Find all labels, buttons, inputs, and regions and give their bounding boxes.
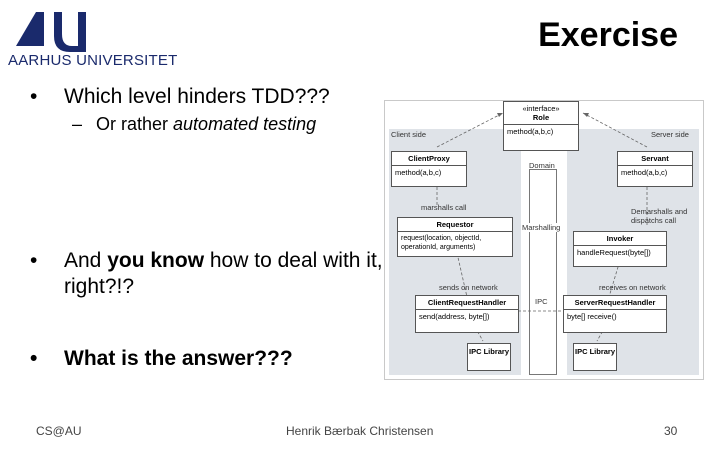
client-proxy-name: ClientProxy xyxy=(392,152,466,166)
bullet-1: • Which level hinders TDD??? xyxy=(30,84,330,110)
role-interface-box: «interface» Role method(a,b,c) xyxy=(503,101,579,151)
bullet-2-part1: And xyxy=(64,249,108,272)
role-name: Role xyxy=(532,113,550,122)
invoker-name: Invoker xyxy=(606,234,634,243)
center-layer-bar xyxy=(529,169,557,375)
demarshalls-label: Demarshalls and dispatchs call xyxy=(631,207,688,225)
servant-method: method(a,b,c) xyxy=(621,168,668,177)
bullet-dot: • xyxy=(30,249,38,272)
role-stereotype: «interface» xyxy=(522,104,560,113)
broker-diagram: Client side Server side «interface» Role… xyxy=(384,100,704,380)
university-logo xyxy=(16,12,86,52)
servant-name: Servant xyxy=(618,152,692,166)
domain-label: Domain xyxy=(529,161,555,170)
ipc-library-server-box: IPC Library xyxy=(573,343,617,371)
marshalling-label: Marshalling xyxy=(521,223,562,232)
sends-on-network-label: sends on network xyxy=(439,283,498,292)
bullet-3-text: What is the answer??? xyxy=(64,347,293,370)
invoker-method: handleRequest(byte[]) xyxy=(574,245,666,259)
client-proxy-method: method(a,b,c) xyxy=(395,168,442,177)
footer-author: Henrik Bærbak Christensen xyxy=(286,424,434,438)
server-side-label: Server side xyxy=(651,130,689,139)
server-request-handler-box: ServerRequestHandler byte[] receive() xyxy=(563,295,667,333)
ipc-library-client-box: IPC Library xyxy=(467,343,511,371)
client-request-handler-box: ClientRequestHandler send(address, byte[… xyxy=(415,295,519,333)
servant-box: Servant method(a,b,c) xyxy=(617,151,693,187)
client-proxy-box: ClientProxy method(a,b,c) xyxy=(391,151,467,187)
slide-title: Exercise xyxy=(538,16,678,54)
role-method: method(a,b,c) xyxy=(507,127,554,136)
client-side-label: Client side xyxy=(391,130,427,139)
sub-bullet-prefix: Or rather xyxy=(96,114,174,134)
bullet-2: • And you know how to deal with it, righ… xyxy=(30,248,384,300)
footer-course: CS@AU xyxy=(36,424,82,438)
server-request-handler-method: byte[] receive() xyxy=(567,312,617,321)
bullet-1-text: Which level hinders TDD??? xyxy=(64,85,330,108)
sub-bullet-1: – Or rather automated testing xyxy=(72,114,317,135)
invoker-box: Invoker handleRequest(byte[]) xyxy=(573,231,667,267)
client-request-handler-method: send(address, byte[]) xyxy=(419,312,490,321)
ipc-library-server-label: IPC Library xyxy=(574,347,615,356)
university-name: AARHUS UNIVERSITET xyxy=(8,52,178,69)
ipc-library-client-label: IPC Library xyxy=(468,347,509,356)
bullet-2-part2: how to deal with it, right?!? xyxy=(64,249,383,298)
ipc-label: IPC xyxy=(535,297,548,306)
client-request-handler-name: ClientRequestHandler xyxy=(416,296,518,310)
requestor-box: Requestor request(location, objectId, op… xyxy=(397,217,513,257)
requestor-name: Requestor xyxy=(398,218,512,232)
bullet-dot: • xyxy=(30,347,38,370)
requestor-method: request(location, objectId, operationId,… xyxy=(401,235,482,251)
server-request-handler-name: ServerRequestHandler xyxy=(564,296,666,310)
bullet-3: • What is the answer??? xyxy=(30,346,293,372)
sub-bullet-dash: – xyxy=(72,114,83,134)
role-header: «interface» Role xyxy=(504,102,578,125)
marshalls-call-label: marshalls call xyxy=(421,203,467,212)
page-number: 30 xyxy=(664,424,678,438)
sub-bullet-italic: automated testing xyxy=(173,114,317,134)
bullet-2-bold: you know xyxy=(107,249,205,272)
receives-on-network-label: receives on network xyxy=(599,283,666,292)
bullet-dot: • xyxy=(30,85,38,108)
